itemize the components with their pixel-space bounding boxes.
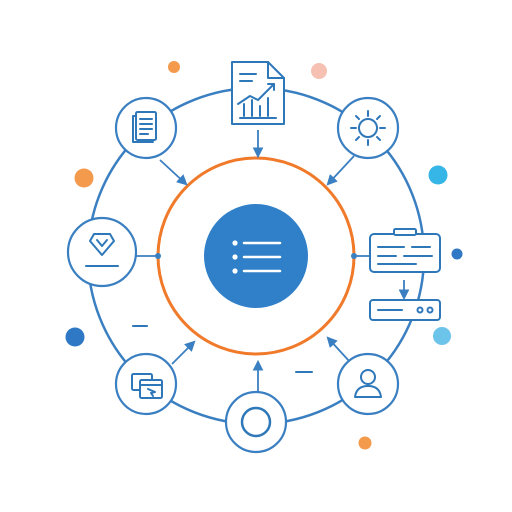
node-settings[interactable]	[336, 96, 400, 160]
decor-dots	[65, 61, 463, 450]
node-card[interactable]	[369, 228, 441, 321]
user-icon	[354, 369, 382, 398]
document-icon	[132, 111, 157, 143]
node-circle[interactable]	[224, 390, 288, 454]
dot-peach	[311, 63, 327, 79]
form-card-icon	[369, 228, 441, 321]
decor-dashes	[132, 325, 313, 373]
shield-icon	[85, 233, 119, 267]
arrows	[159, 130, 410, 392]
hub[interactable]	[204, 204, 308, 308]
node-shield[interactable]	[66, 216, 138, 288]
dot-orange	[74, 168, 94, 188]
arrow-bottom-left	[171, 340, 196, 365]
arrow-top-left	[159, 159, 188, 186]
dot-lightblue	[433, 327, 451, 345]
arrow-bottom-right	[326, 336, 351, 363]
circle-node-icon	[240, 406, 272, 438]
dot-orange	[358, 436, 372, 450]
dot-blue	[451, 248, 463, 260]
node-document[interactable]	[114, 96, 178, 160]
node-windows[interactable]	[114, 352, 178, 416]
node-user[interactable]	[336, 352, 400, 416]
chart-document-icon	[231, 61, 285, 125]
dot-orange	[168, 61, 180, 73]
dot-blue	[65, 327, 85, 347]
dot-cyan	[428, 165, 448, 185]
node-report[interactable]	[231, 61, 285, 125]
list-icon	[232, 240, 282, 274]
gear-icon	[350, 110, 386, 146]
browser-windows-icon	[131, 373, 163, 399]
arrow-top-right	[326, 155, 355, 186]
